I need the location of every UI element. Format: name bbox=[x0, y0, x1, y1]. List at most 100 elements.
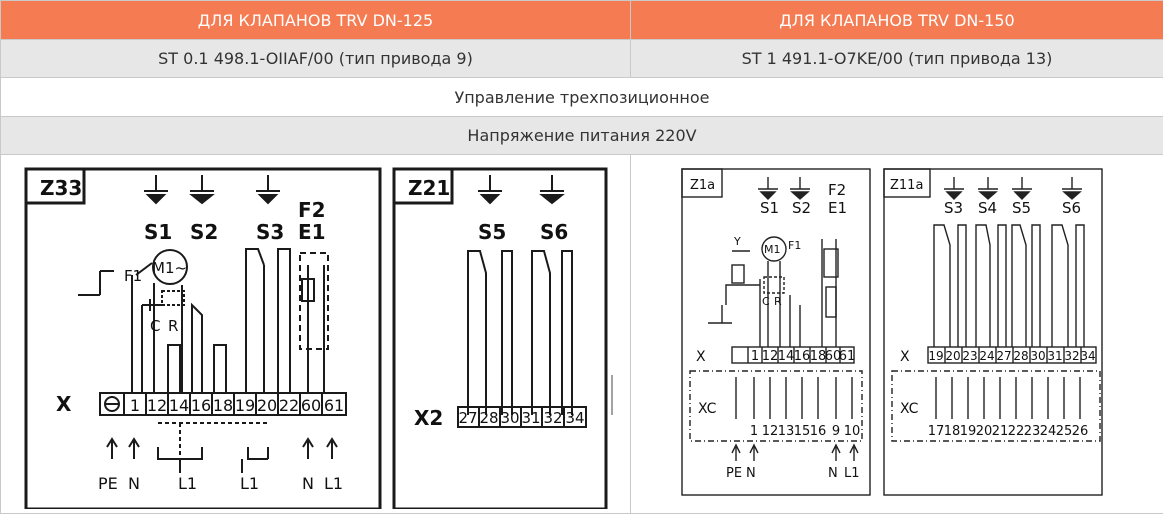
switch-label-s5: S5 bbox=[478, 220, 506, 244]
svg-text:14: 14 bbox=[168, 396, 188, 415]
svg-text:27: 27 bbox=[996, 349, 1011, 363]
fuse-label-f2-r: F2 bbox=[828, 181, 846, 199]
svg-text:9: 9 bbox=[831, 424, 839, 439]
terminal-numbers-z1a: 1 12 14 16 18 60 61 bbox=[750, 349, 854, 364]
terminal-numbers-z11a: 19 20 23 24 27 28 30 31 32 34 bbox=[928, 349, 1095, 363]
svg-text:24: 24 bbox=[979, 349, 994, 363]
xc-label-z1a: XC bbox=[698, 401, 717, 417]
svg-text:16: 16 bbox=[190, 396, 210, 415]
svg-text:N: N bbox=[128, 474, 140, 493]
wiring-diagram-dn125: Z33 S1 S2 S3 F2 E1 M1~ F1 C R X 1 12 14 … bbox=[24, 167, 612, 511]
svg-text:28: 28 bbox=[1013, 349, 1028, 363]
svg-text:13: 13 bbox=[777, 424, 794, 439]
diagram-row: Z33 S1 S2 S3 F2 E1 M1~ F1 C R X 1 12 14 … bbox=[0, 154, 1163, 514]
header-dn125: ДЛЯ КЛАПАНОВ TRV DN-125 bbox=[0, 0, 631, 40]
switch-label-s4-r: S4 bbox=[978, 199, 997, 217]
xc-numbers-z1a: 1 12 13 15 16 9 10 bbox=[749, 424, 859, 439]
svg-text:18: 18 bbox=[809, 349, 826, 364]
model-row: ST 0.1 498.1-OIIAF/00 (тип привода 9) ST… bbox=[0, 39, 1163, 78]
svg-text:22: 22 bbox=[1007, 424, 1024, 439]
svg-text:L1: L1 bbox=[240, 474, 259, 493]
svg-text:12: 12 bbox=[761, 424, 778, 439]
svg-text:L1: L1 bbox=[324, 474, 343, 493]
switch-symbol-s2 bbox=[188, 175, 215, 205]
svg-text:34: 34 bbox=[1080, 349, 1095, 363]
r-label: R bbox=[168, 317, 178, 335]
supply-labels-z1a: PE N N L1 bbox=[726, 466, 860, 481]
control-row: Управление трехпозиционное bbox=[0, 77, 1163, 117]
fuse-label-f2: F2 bbox=[298, 198, 326, 222]
xc-pins-z1a bbox=[734, 377, 853, 419]
svg-text:20: 20 bbox=[975, 424, 992, 439]
svg-text:28: 28 bbox=[479, 409, 498, 427]
diagram-cell-right: Z1a S1 S2 F2 E1 M1 F1 Y C R X 1 12 14 16… bbox=[630, 154, 1163, 514]
control-type: Управление трехпозиционное bbox=[0, 77, 1163, 117]
svg-text:N: N bbox=[302, 474, 314, 493]
svg-text:1: 1 bbox=[749, 424, 757, 439]
svg-text:19: 19 bbox=[959, 424, 976, 439]
switch-symbol-s1 bbox=[143, 175, 168, 205]
svg-text:30: 30 bbox=[1030, 349, 1045, 363]
svg-text:61: 61 bbox=[838, 349, 855, 364]
xc-label-z11a: XC bbox=[900, 401, 919, 417]
model-dn125: ST 0.1 498.1-OIIAF/00 (тип привода 9) bbox=[0, 39, 631, 78]
svg-text:31: 31 bbox=[1047, 349, 1062, 363]
svg-text:23: 23 bbox=[1023, 424, 1040, 439]
svg-text:1: 1 bbox=[750, 349, 758, 364]
svg-text:12: 12 bbox=[761, 349, 778, 364]
svg-text:N: N bbox=[828, 466, 838, 481]
svg-text:19: 19 bbox=[234, 396, 254, 415]
terminal-numbers-z21: 27 28 30 31 32 34 bbox=[458, 409, 584, 427]
c-label: C bbox=[150, 317, 160, 335]
svg-text:16: 16 bbox=[809, 424, 826, 439]
header-row: ДЛЯ КЛАПАНОВ TRV DN-125 ДЛЯ КЛАПАНОВ TRV… bbox=[0, 0, 1163, 40]
svg-text:30: 30 bbox=[500, 409, 519, 427]
svg-text:31: 31 bbox=[521, 409, 540, 427]
svg-text:24: 24 bbox=[1039, 424, 1056, 439]
svg-text:15: 15 bbox=[793, 424, 810, 439]
svg-text:32: 32 bbox=[1064, 349, 1079, 363]
switch-label-s1: S1 bbox=[144, 220, 172, 244]
diagram-cell-left: Z33 S1 S2 S3 F2 E1 M1~ F1 C R X 1 12 14 … bbox=[0, 154, 631, 514]
box-label-z33: Z33 bbox=[40, 176, 82, 200]
switch-label-s6-r: S6 bbox=[1062, 199, 1081, 217]
svg-text:34: 34 bbox=[565, 409, 584, 427]
x-connector-label: X bbox=[56, 392, 72, 416]
switch-label-s3-r: S3 bbox=[944, 199, 963, 217]
model-dn150: ST 1 491.1-O7KE/00 (тип привода 13) bbox=[630, 39, 1163, 78]
r-label-r: R bbox=[774, 295, 782, 308]
svg-text:21: 21 bbox=[991, 424, 1008, 439]
box-label-z1a: Z1a bbox=[690, 178, 715, 193]
svg-text:61: 61 bbox=[323, 396, 343, 415]
supply-voltage: Напряжение питания 220V bbox=[0, 116, 1163, 155]
svg-text:14: 14 bbox=[777, 349, 794, 364]
header-dn150: ДЛЯ КЛАПАНОВ TRV DN-150 bbox=[630, 0, 1163, 40]
box-label-z21: Z21 bbox=[408, 176, 450, 200]
svg-text:L1: L1 bbox=[844, 466, 860, 481]
xc-numbers-z11a: 17 18 19 20 21 22 23 24 25 26 bbox=[927, 424, 1088, 439]
svg-text:1: 1 bbox=[129, 396, 139, 415]
terminal-numbers-z33: 1 12 14 16 18 19 20 22 60 61 bbox=[129, 396, 343, 415]
switch-symbol-s6 bbox=[538, 175, 565, 205]
svg-text:N: N bbox=[746, 466, 756, 481]
svg-text:18: 18 bbox=[212, 396, 232, 415]
x-connector-label-r: X bbox=[696, 349, 706, 365]
y-label-r: Y bbox=[733, 235, 741, 248]
switch-label-s1-r: S1 bbox=[760, 199, 779, 217]
svg-text:32: 32 bbox=[543, 409, 562, 427]
svg-text:26: 26 bbox=[1071, 424, 1088, 439]
switch-label-s5-r: S5 bbox=[1012, 199, 1031, 217]
f1-label-r: F1 bbox=[788, 239, 801, 252]
c-label-r: C bbox=[762, 295, 770, 308]
svg-text:25: 25 bbox=[1055, 424, 1072, 439]
supply-labels-z33: PE N L1 L1 N L1 bbox=[98, 474, 343, 493]
svg-text:12: 12 bbox=[146, 396, 166, 415]
f1-label: F1 bbox=[124, 267, 142, 285]
svg-text:27: 27 bbox=[458, 409, 477, 427]
switch-label-s2-r: S2 bbox=[792, 199, 811, 217]
heater-label-e1-r: E1 bbox=[828, 199, 847, 217]
switch-label-s6: S6 bbox=[540, 220, 568, 244]
svg-text:20: 20 bbox=[256, 396, 276, 415]
svg-text:20: 20 bbox=[945, 349, 960, 363]
